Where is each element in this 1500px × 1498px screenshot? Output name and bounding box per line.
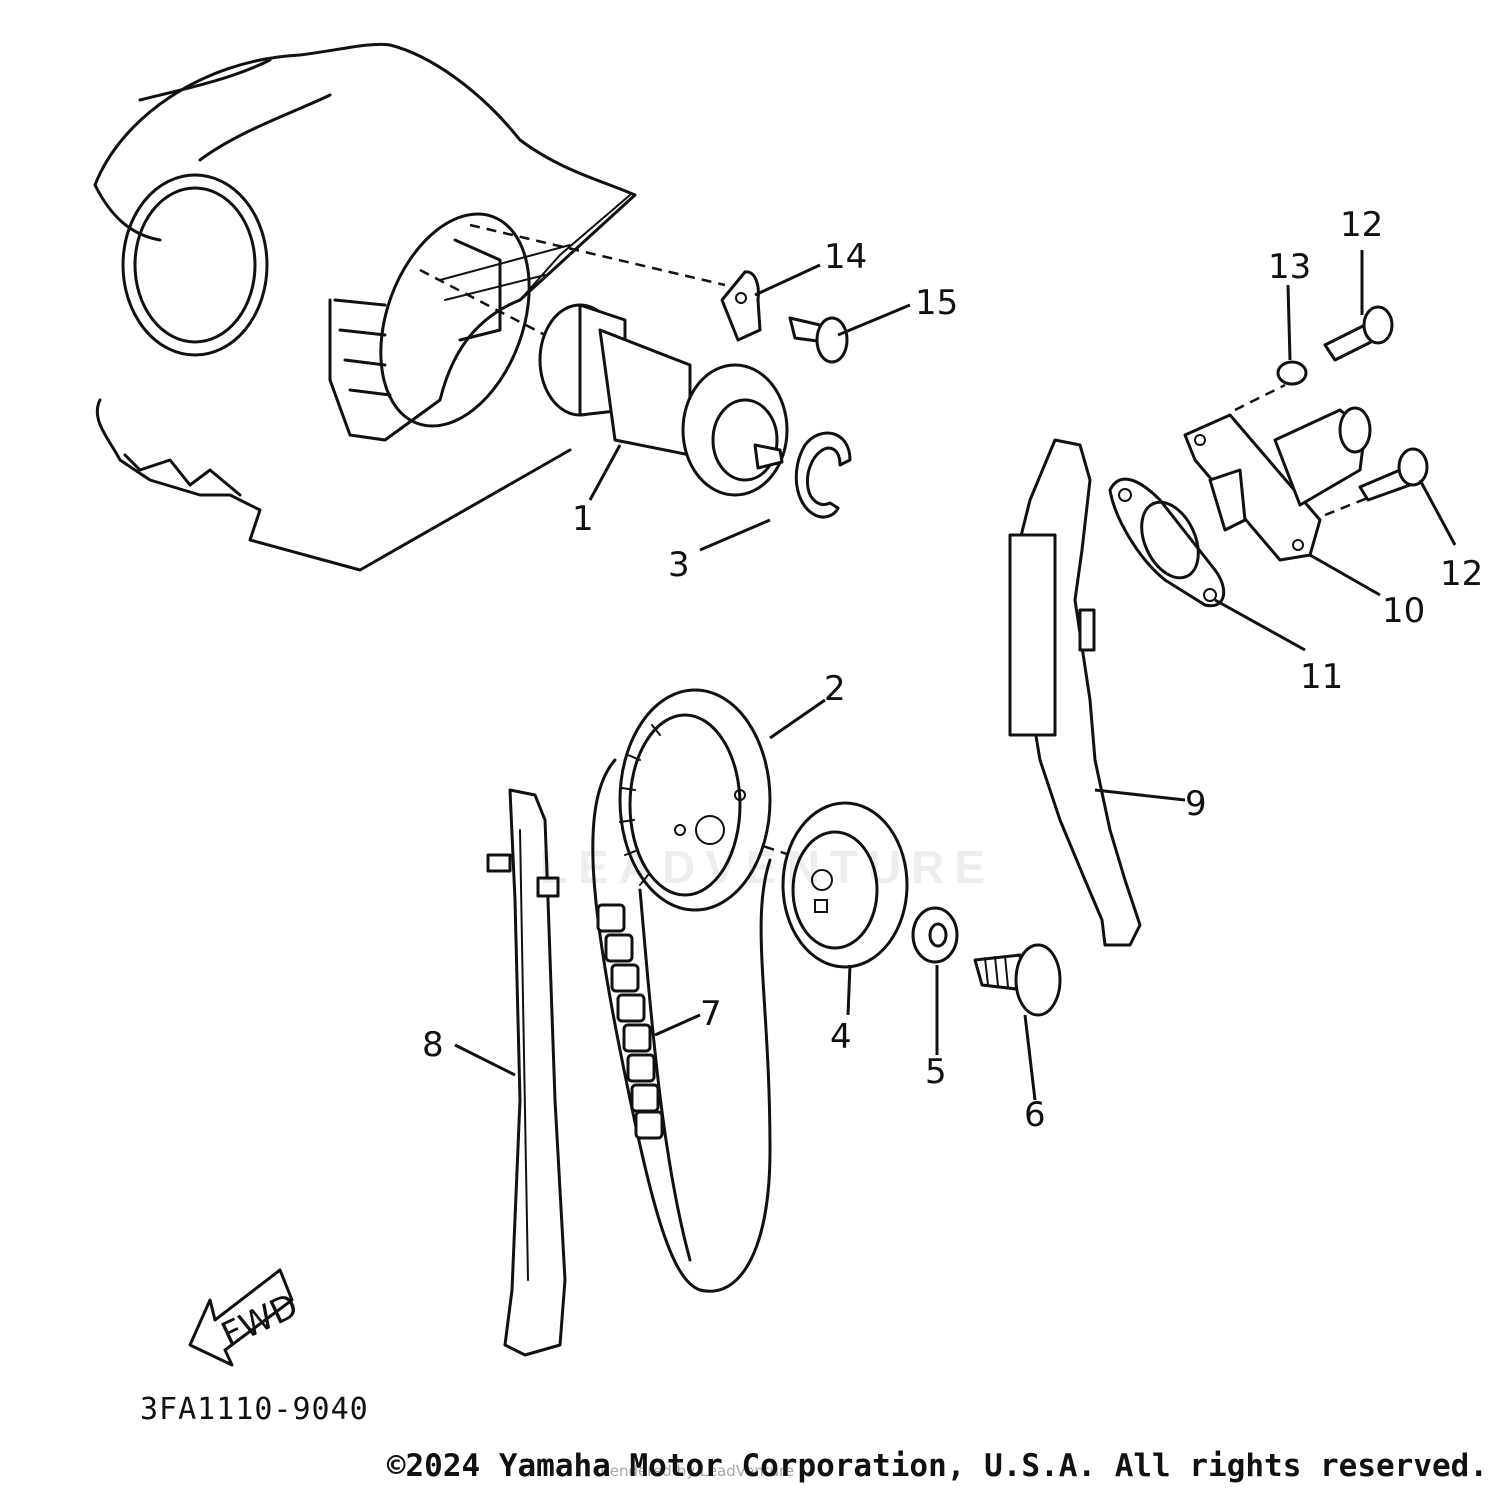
callout-10: 10 [1382,591,1425,631]
cam-plate [720,270,762,342]
cam-sprocket [618,688,772,912]
drive-gear [781,801,909,969]
cylinder-head [93,42,637,572]
alignment-line [1324,493,1376,517]
callout-15: 15 [915,283,958,323]
fwd-arrow-icon: FWD [188,1268,304,1367]
callout-11: 11 [1300,657,1343,697]
bolt-6 [973,943,1062,1017]
leader-lines [454,250,1457,1101]
callout-2: 2 [824,669,846,709]
callout-8: 8 [422,1025,444,1065]
washer [911,906,959,964]
camshaft [538,303,789,497]
tensioner-gasket [1108,477,1226,608]
callout-7: 7 [700,994,722,1034]
bolt-12-lower [1358,447,1429,502]
alignment-line [419,268,546,337]
washer-13 [1276,360,1308,386]
callout-3: 3 [668,545,690,585]
callout-9: 9 [1185,784,1207,824]
diagram-code: 3FA1110-9040 [140,1392,369,1427]
chain-guide-9-shoe [1008,533,1057,737]
bolt-12-upper [1323,305,1394,362]
callout-4: 4 [830,1017,852,1057]
chain-guide-8-rib [519,829,529,1281]
copyright-notice: ©2024 Yamaha Motor Corporation, U.S.A. A… [386,1448,1488,1484]
alignment-line [469,223,726,287]
watermark: LEADVENTURE [540,841,996,893]
cam-chain-loop-inner [638,888,692,1262]
callout-14: 14 [824,237,867,277]
callout-1: 1 [572,499,594,539]
circlip [794,431,852,519]
callout-5: 5 [925,1052,947,1092]
chain-guide-9-pin [1078,608,1096,652]
callout-12-upper: 12 [1340,205,1383,245]
chain-guide-8-pin [536,876,560,898]
rendered-note: Rendered by LeadVenture [600,1462,795,1480]
callout-12-lower: 12 [1440,554,1483,594]
callout-6: 6 [1024,1095,1046,1135]
callout-13: 13 [1268,247,1311,287]
chain-guide-8 [503,788,567,1357]
chain-guide-8-pin [486,853,512,873]
chain-tensioner [1183,406,1372,562]
alignment-line [1234,383,1286,412]
bolt-15 [788,316,849,364]
cam-chain-links [596,903,664,1140]
plate-hole [735,292,747,304]
